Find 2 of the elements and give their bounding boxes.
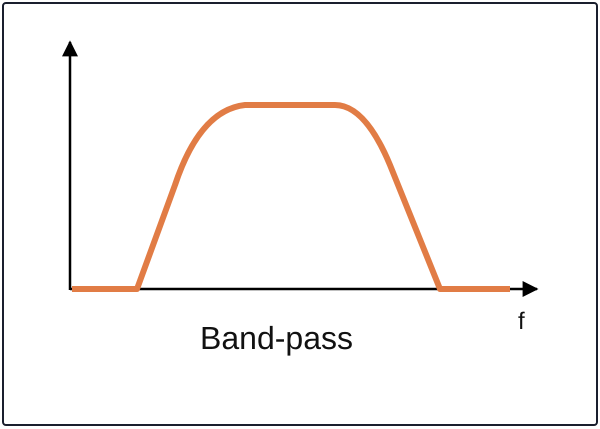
- axis-label: f: [518, 308, 525, 336]
- caption: Band-pass: [200, 320, 353, 357]
